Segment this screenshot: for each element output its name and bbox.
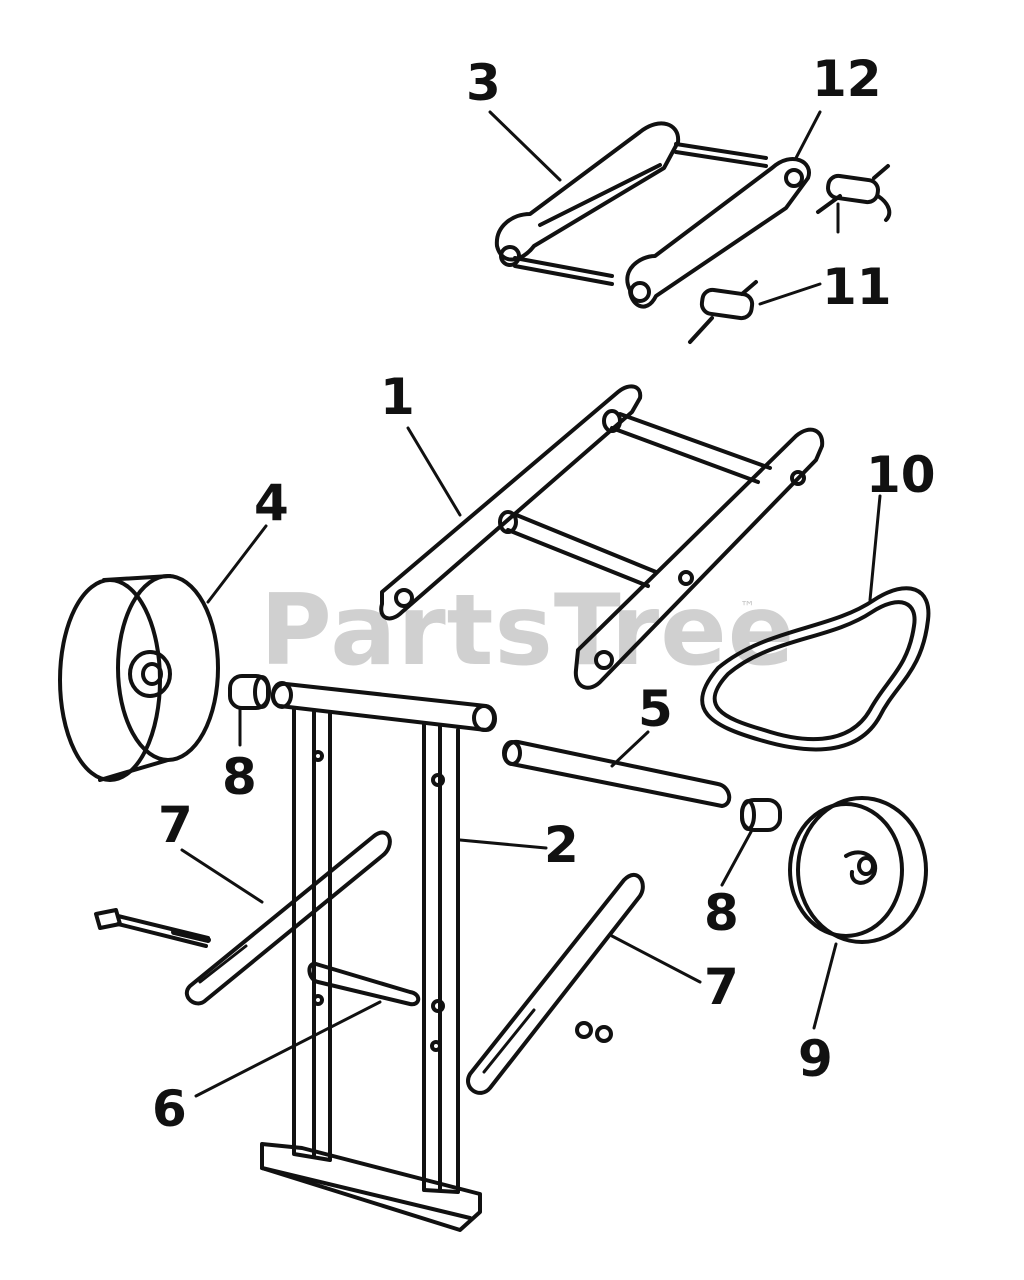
- part-7-brace-right: [466, 872, 645, 1095]
- callout-10: 10: [866, 446, 936, 504]
- part-9-pulley: [788, 796, 928, 944]
- callout-12: 12: [812, 50, 882, 108]
- callout-9: 9: [798, 1030, 833, 1088]
- callout-3: 3: [466, 54, 501, 112]
- watermark-trademark: ™: [740, 598, 755, 616]
- callout-6: 6: [152, 1080, 187, 1138]
- part-5-axle: [502, 739, 732, 808]
- nuts: [575, 1021, 613, 1043]
- part-8-bushing-left: [228, 674, 271, 710]
- part-1-frame: [379, 384, 825, 690]
- callout-2: 2: [544, 816, 579, 874]
- callout-4: 4: [254, 474, 289, 532]
- callout-11: 11: [822, 258, 892, 316]
- bolt: [94, 908, 211, 948]
- part-4-wheel: [58, 574, 220, 782]
- part-3-upper-bracket: [494, 121, 811, 309]
- part-7-brace-left: [184, 830, 392, 1006]
- leader-lines: [180, 110, 882, 1098]
- callout-1: 1: [380, 368, 415, 426]
- callout-8-left: 8: [222, 748, 257, 806]
- part-10-belt: [700, 586, 931, 752]
- part-12-pin: [816, 164, 892, 222]
- callout-5: 5: [638, 680, 673, 738]
- part-2-stand: [260, 681, 497, 1232]
- callout-7-right: 7: [704, 958, 739, 1016]
- callout-8-right: 8: [704, 884, 739, 942]
- callout-7-left: 7: [158, 796, 193, 854]
- watermark-logo: PartsTree: [260, 574, 796, 688]
- part-8-bushing-right: [740, 798, 782, 832]
- part-11-pin: [688, 280, 758, 344]
